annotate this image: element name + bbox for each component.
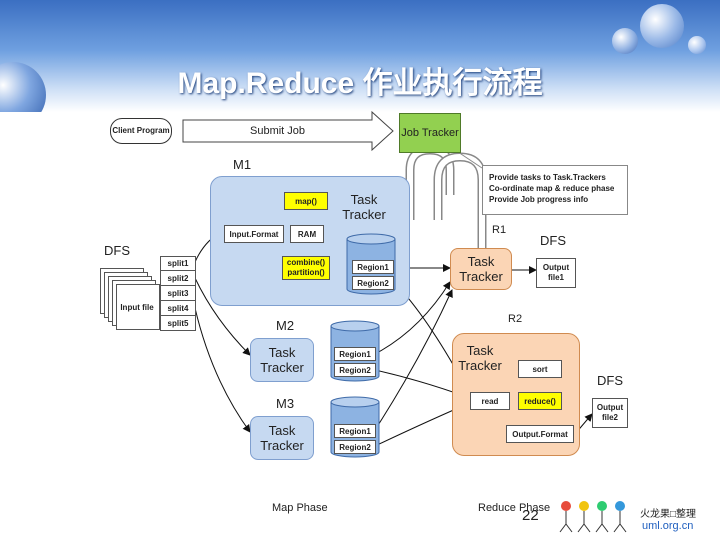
note-line-1: Provide tasks to Task.Trackers xyxy=(489,173,606,182)
r2-task-tracker: Task Tracker xyxy=(458,343,502,373)
m1-region1: Region1 xyxy=(352,260,394,274)
combine-partition-box: combine() partition() xyxy=(282,256,330,280)
m3-region1: Region1 xyxy=(334,424,376,438)
client-program-box: Client Program xyxy=(110,118,172,144)
m2-task-tracker: Task Tracker xyxy=(250,338,314,382)
decorative-bubble-mid xyxy=(612,28,638,54)
header-band xyxy=(0,0,720,112)
split-item-5: split5 xyxy=(160,316,196,331)
m3-region2: Region2 xyxy=(334,440,376,454)
job-tracker-box: Job Tracker xyxy=(399,113,461,153)
decorative-bubble-small xyxy=(688,36,706,54)
split-item-1: split1 xyxy=(160,256,196,271)
page-number: 22 xyxy=(522,507,539,524)
m1-region2: Region2 xyxy=(352,276,394,290)
stick-figures-decoration xyxy=(556,498,636,536)
m3-label: M3 xyxy=(276,396,295,411)
r1-label: R1 xyxy=(492,224,507,236)
reduce-function-box: reduce() xyxy=(518,392,562,410)
read-box: read xyxy=(470,392,510,410)
output-file2-box: Output file2 xyxy=(592,398,628,428)
dfs-r1-label: DFS xyxy=(540,233,566,248)
r1-task-tracker: Task Tracker xyxy=(450,248,512,290)
m1-label: M1 xyxy=(233,157,252,172)
reduce-phase-label: Reduce Phase xyxy=(478,502,551,514)
ram-box: RAM xyxy=(290,225,324,243)
note-line-3: Provide Job progress info xyxy=(489,195,589,204)
note-line-2: Co-ordinate map & reduce phase xyxy=(489,184,615,193)
m2-region1: Region1 xyxy=(334,347,376,361)
decorative-bubble-right xyxy=(640,4,684,48)
m1-task-tracker: Task Tracker xyxy=(342,192,386,222)
output-format-box: Output.Format xyxy=(506,425,574,443)
split-list: split1 split2 split3 split4 split5 xyxy=(160,256,196,331)
m3-task-tracker: Task Tracker xyxy=(250,416,314,460)
split-item-3: split3 xyxy=(160,286,196,301)
output-file1-box: Output file1 xyxy=(536,258,576,288)
job-tracker-notes: Provide tasks to Task.Trackers Co-ordina… xyxy=(482,165,628,215)
sort-box: sort xyxy=(518,360,562,378)
m2-label: M2 xyxy=(276,318,295,333)
dfs-left-label: DFS xyxy=(104,243,130,258)
r2-label: R2 xyxy=(508,313,523,325)
slide-title: Map.Reduce 作业执行流程 xyxy=(177,67,543,100)
split-item-2: split2 xyxy=(160,271,196,286)
input-format-box: Input.Format xyxy=(224,225,284,243)
submit-job-label: Submit Job xyxy=(250,125,306,137)
credit-line-1: 火龙果□整理 xyxy=(640,509,697,520)
split-item-4: split4 xyxy=(160,301,196,316)
map-function-box: map() xyxy=(284,192,328,210)
dfs-r2-label: DFS xyxy=(597,373,623,388)
map-phase-label: Map Phase xyxy=(272,502,328,514)
input-file-label: Input file xyxy=(120,303,154,312)
m2-region2: Region2 xyxy=(334,363,376,377)
input-file-stack xyxy=(100,268,160,330)
credit-line-2: uml.org.cn xyxy=(642,520,694,532)
